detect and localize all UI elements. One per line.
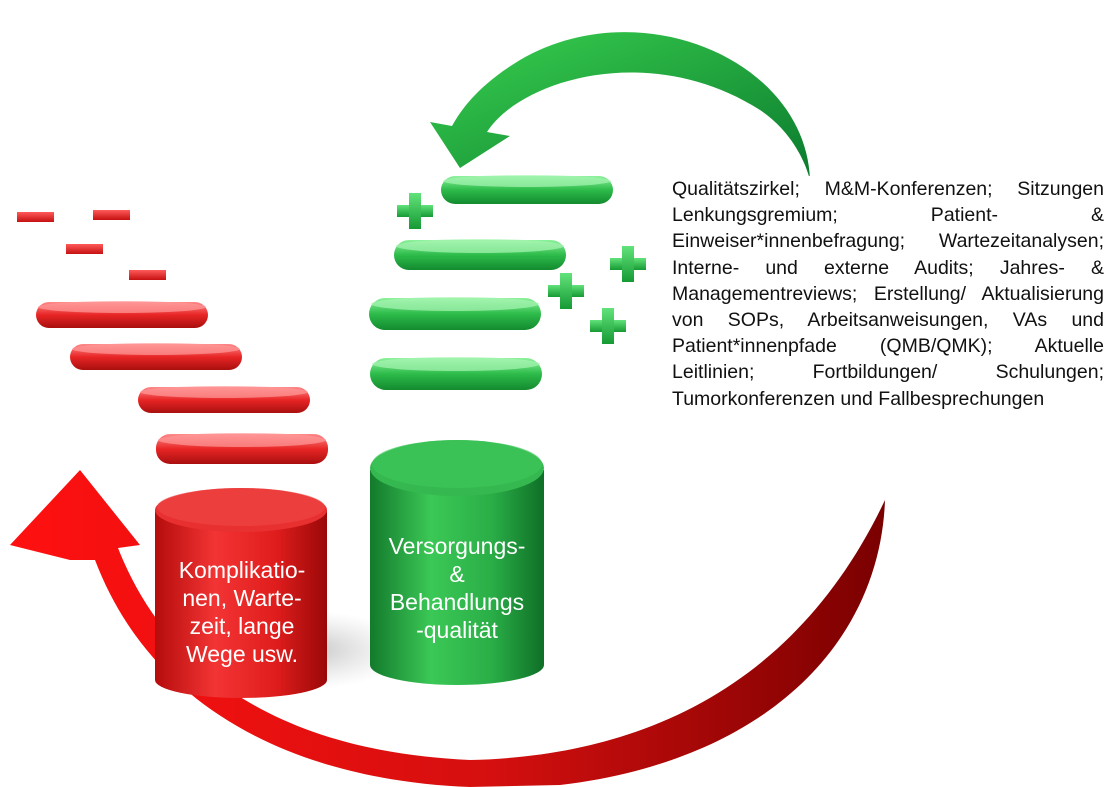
red-curved-arrow-icon <box>10 470 885 787</box>
plus-signs <box>397 193 646 344</box>
green-disc <box>441 175 613 204</box>
plus-icon <box>610 246 646 282</box>
plus-icon <box>590 308 626 344</box>
red-disc <box>156 433 328 464</box>
green-curved-arrow-icon <box>430 32 810 180</box>
red-cylinder <box>155 488 327 698</box>
minus-signs <box>17 210 166 280</box>
green-cylinder-label: Versorgungs- & Behandlungs -qualität <box>388 533 526 643</box>
minus-icon <box>66 244 103 254</box>
green-disc <box>394 239 566 270</box>
green-disc <box>369 297 541 330</box>
red-disc <box>36 301 208 328</box>
red-disc <box>138 386 310 413</box>
green-disc-stack <box>369 175 613 390</box>
plus-icon <box>397 193 433 229</box>
green-cylinder <box>370 440 544 685</box>
minus-icon <box>129 270 166 280</box>
red-disc-stack <box>36 301 328 464</box>
plus-icon <box>548 273 584 309</box>
red-cylinder-label: Komplikatio- nen, Warte- zeit, lange Weg… <box>178 557 306 667</box>
minus-icon <box>17 212 54 222</box>
green-disc <box>370 357 542 390</box>
minus-icon <box>93 210 130 220</box>
red-disc <box>70 343 242 370</box>
quality-measures-text: Qualitätszirkel; M&M-Konferenzen; Sitzun… <box>672 176 1104 412</box>
